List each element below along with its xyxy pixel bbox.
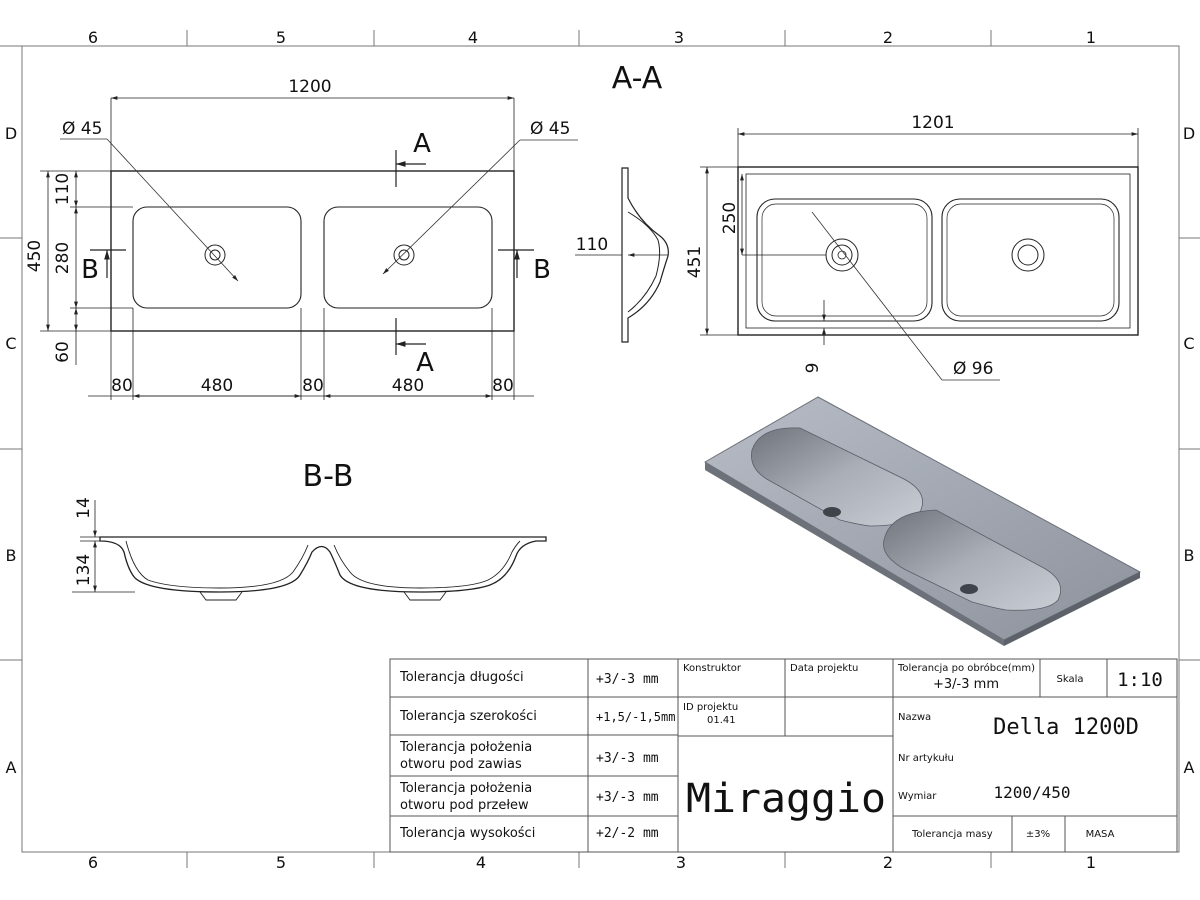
plan-drain-left — [825, 238, 859, 272]
tol-row-4-label2: otworu pod przełew — [400, 798, 529, 813]
skala-value: 1:10 — [1117, 669, 1163, 691]
dim-offset-top: 110 — [53, 173, 73, 205]
dim-hole-right: Ø 45 — [530, 119, 570, 139]
section-bb: 14 134 — [72, 497, 547, 601]
dim-bottom-80-2: 80 — [302, 376, 324, 396]
nr-artykulu-label: Nr artykułu — [898, 753, 954, 764]
section-label-bb: B-B — [303, 459, 354, 494]
id-projektu-value: 01.41 — [707, 715, 736, 726]
company-logo-text: Miraggio — [686, 776, 886, 822]
zone-row-left: A — [6, 758, 17, 777]
sheet-frame — [0, 30, 1200, 868]
tol-obrobce-value: +3/-3 mm — [933, 677, 999, 692]
zone-labels: 6 5 4 3 2 1 6 5 4 3 2 1 D C B A D C B A — [5, 28, 1195, 872]
dim-offset-bottom: 60 — [53, 341, 73, 363]
dim-plan-drain: Ø 96 — [953, 359, 993, 379]
zone-row-left: B — [6, 546, 17, 565]
wymiar-label: Wymiar — [898, 791, 937, 802]
zone-col-bottom: 1 — [1086, 853, 1096, 872]
wymiar-value: 1200/450 — [993, 783, 1070, 802]
dim-bb-height: 134 — [74, 554, 94, 586]
zone-row-right: A — [1184, 758, 1195, 777]
masa-label: MASA — [1086, 829, 1115, 840]
zone-col-bottom: 6 — [88, 853, 98, 872]
tol-row-1-label: Tolerancja długości — [399, 670, 524, 685]
section-label-aa: A-A — [612, 61, 663, 96]
tol-masy-value: ±3% — [1026, 829, 1050, 840]
zone-col-top: 2 — [883, 28, 893, 47]
tol-row-5-value: +2/-2 mm — [596, 826, 659, 841]
zone-col-top: 3 — [674, 28, 684, 47]
tol-row-3-label: Tolerancja położenia — [399, 740, 532, 755]
tol-row-2-label: Tolerancja szerokości — [399, 709, 537, 724]
tol-obrobce-label: Tolerancja po obróbce(mm) — [897, 662, 1035, 674]
dim-bottom-480-1: 480 — [201, 376, 233, 396]
title-block: Tolerancja długości +3/-3 mm Tolerancja … — [389, 658, 1178, 853]
zone-col-bottom: 2 — [883, 853, 893, 872]
top-view: Ø 45 Ø 45 1200 450 110 280 60 80 480 80 — [25, 77, 578, 400]
zone-row-left: D — [5, 124, 17, 143]
tol-row-4-value: +3/-3 mm — [596, 790, 659, 805]
isometric-render — [704, 396, 1142, 646]
dim-plan-height: 451 — [685, 246, 705, 278]
tol-row-3-value: +3/-3 mm — [596, 751, 659, 766]
zone-row-right: C — [1183, 334, 1194, 353]
dim-side-depth: 110 — [576, 235, 608, 255]
zone-row-left: C — [5, 334, 16, 353]
zone-col-bottom: 3 — [676, 853, 686, 872]
dim-hole-left: Ø 45 — [62, 119, 102, 139]
cut-mark-a-bottom: A — [416, 348, 434, 378]
side-section-aa: 110 — [575, 167, 669, 343]
zone-col-bottom: 5 — [276, 853, 286, 872]
dim-bottom-80-1: 80 — [111, 376, 133, 396]
dim-plan-250: 250 — [720, 202, 740, 234]
dim-plan-9: 9 — [803, 363, 823, 374]
skala-label: Skala — [1057, 674, 1084, 685]
drain-left — [204, 244, 226, 266]
nazwa-label: Nazwa — [898, 712, 931, 723]
tol-row-3-label2: otworu pod zawias — [400, 757, 522, 772]
dim-height-total: 450 — [25, 240, 45, 272]
tol-row-5-label: Tolerancja wysokości — [399, 826, 535, 841]
cut-mark-a-top: A — [413, 129, 431, 159]
zone-row-right: B — [1184, 546, 1195, 565]
tol-row-4-label: Tolerancja położenia — [399, 781, 532, 796]
zone-col-top: 5 — [276, 28, 286, 47]
dim-plan-width: 1201 — [911, 113, 954, 133]
cut-mark-b-right: B — [533, 255, 551, 285]
plan-view: 1201 451 250 9 Ø 96 — [685, 113, 1139, 381]
tol-masy-label: Tolerancja masy — [911, 829, 993, 840]
dim-bottom-80-3: 80 — [492, 376, 514, 396]
konstruktor-label: Konstruktor — [683, 663, 742, 674]
data-projektu-label: Data projektu — [790, 663, 858, 674]
dim-top-width: 1200 — [288, 77, 331, 97]
cut-mark-b-left: B — [81, 255, 99, 285]
zone-col-top: 6 — [88, 28, 98, 47]
tol-row-2-value: +1,5/-1,5mm — [596, 710, 675, 724]
id-projektu-label: ID projektu — [683, 702, 738, 713]
dim-bb-top: 14 — [74, 497, 94, 519]
plan-drain-right — [1011, 238, 1045, 272]
dim-bottom-480-2: 480 — [392, 376, 424, 396]
zone-col-top: 1 — [1086, 28, 1096, 47]
zone-col-top: 4 — [468, 28, 478, 47]
drain-right — [393, 244, 415, 266]
zone-row-right: D — [1183, 124, 1195, 143]
zone-col-bottom: 4 — [476, 853, 486, 872]
tol-row-1-value: +3/-3 mm — [596, 672, 659, 687]
nazwa-value: Della 1200D — [993, 715, 1139, 740]
dim-bowl-height: 280 — [53, 242, 73, 274]
